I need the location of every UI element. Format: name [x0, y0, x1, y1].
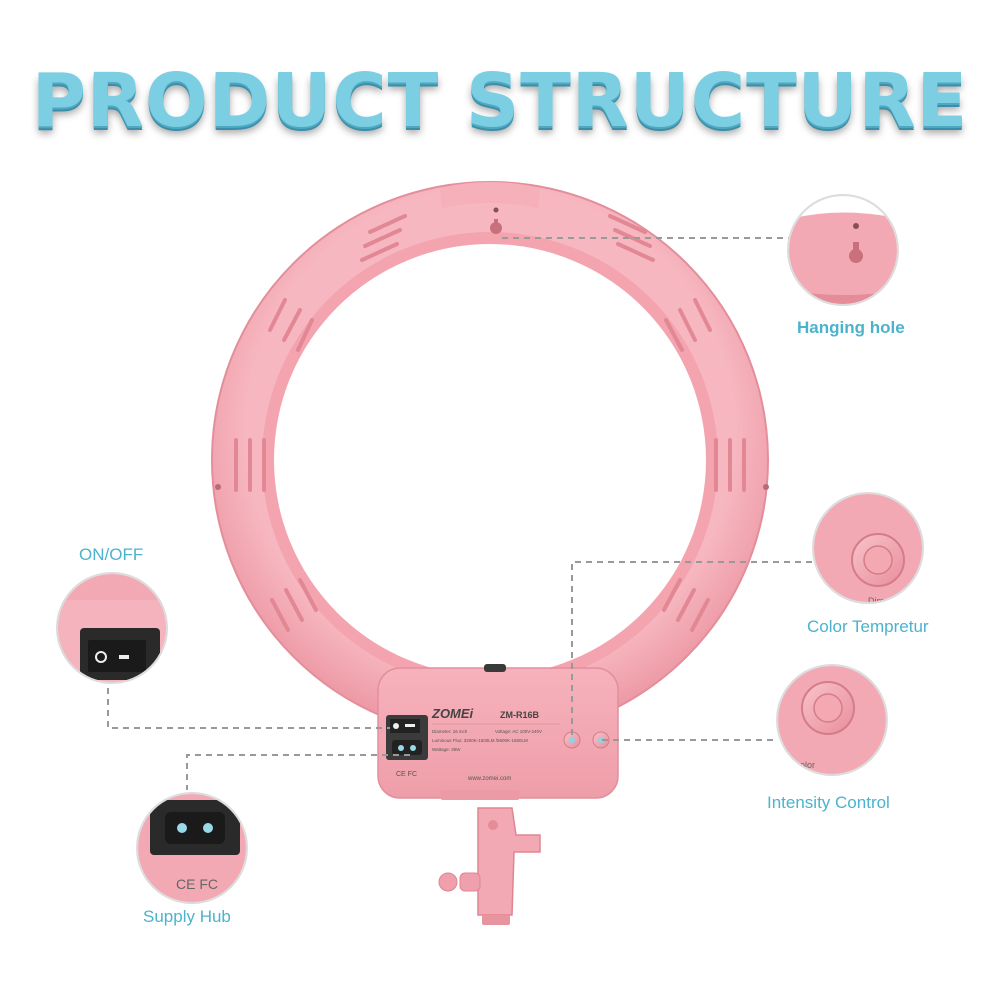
supply-hub-label: Supply Hub	[143, 907, 231, 926]
color-temp-callout: Dimmi	[812, 492, 924, 606]
cert-marks: CE FC	[396, 771, 417, 778]
dimmer-text: Dimmi	[868, 596, 894, 606]
mount-bracket	[438, 807, 541, 925]
left-screw-icon	[215, 484, 221, 490]
on-off-label: ON/OFF	[79, 545, 144, 564]
leader-lines	[107, 237, 815, 790]
brand-logo: ZOMEi	[431, 706, 474, 721]
page-title: PRODUCT STRUCTURE	[31, 58, 969, 144]
hanging-hole-icon	[490, 207, 502, 234]
supply-hub-callout: CE FC	[136, 792, 248, 904]
intensity-callout: olor	[776, 664, 888, 776]
supply-cert-marks: CE FC	[176, 876, 218, 892]
color-temp-label: Color Tempretur	[807, 617, 929, 636]
on-off-callout	[56, 572, 168, 684]
hanging-hole-label: Hanging hole	[797, 318, 905, 337]
spec-voltage: Voltage: AC 100V-240V	[495, 729, 542, 734]
intensity-label: Intensity Control	[767, 793, 890, 812]
ring-top-bump	[440, 182, 540, 208]
vent-slots	[234, 214, 746, 632]
hanging-hole-callout	[787, 194, 899, 306]
spec-diameter: Diameter: 16 inch	[432, 729, 468, 734]
ring-center-hole	[274, 244, 706, 676]
control-box: ZOMEi ZM-R16B Diameter: 16 inch Voltage:…	[377, 664, 619, 800]
ring-light	[211, 181, 769, 739]
right-screw-icon	[763, 484, 769, 490]
spec-wattage: Wattage: 38W	[432, 747, 461, 752]
spec-flux: Luminous Flux: 3200K-1500LM /5600K-1650L…	[432, 738, 528, 743]
website-label: www.zomei.com	[467, 776, 511, 782]
model-label: ZM-R16B	[500, 710, 540, 720]
color-text: olor	[800, 760, 815, 770]
